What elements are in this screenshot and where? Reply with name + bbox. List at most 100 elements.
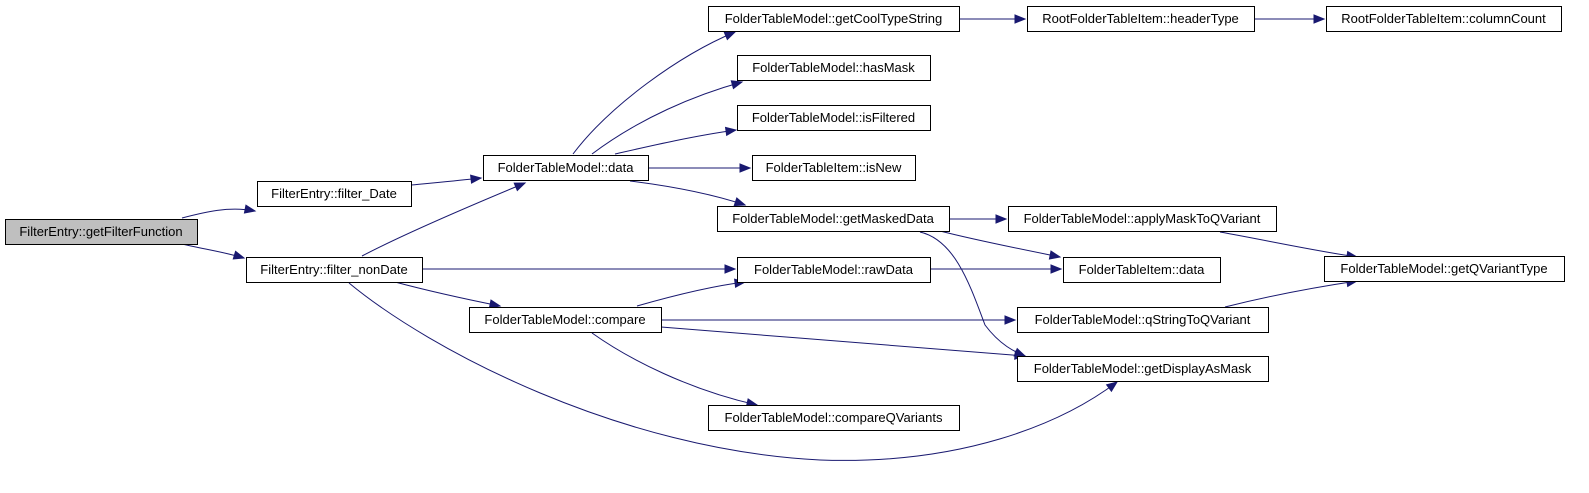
node-label: FolderTableModel::hasMask xyxy=(752,60,915,75)
node-box xyxy=(737,55,931,81)
arrow-head xyxy=(733,197,747,207)
edge-filter_nonDate-to-compare xyxy=(394,281,502,309)
edges-layer xyxy=(181,14,1359,461)
edge-line xyxy=(410,177,482,186)
edge-getMaskedData-to-fti_data xyxy=(939,230,1062,260)
node-label: FolderTableModel::getCoolTypeString xyxy=(725,11,943,26)
edge-getCoolTypeString-to-headerType xyxy=(959,14,1027,24)
node-label: FolderTableModel::applyMaskToQVariant xyxy=(1024,211,1261,226)
node-label: RootFolderTableItem::columnCount xyxy=(1341,11,1546,26)
arrow-head xyxy=(513,182,527,192)
node-label: FolderTableModel::data xyxy=(498,160,635,175)
node-box xyxy=(1008,206,1277,232)
node-label: FolderTableItem::isNew xyxy=(766,160,902,175)
node-box xyxy=(708,6,960,32)
edge-line xyxy=(614,129,737,155)
edge-ftm_data-to-hasMask xyxy=(591,80,744,155)
node-box xyxy=(1017,356,1269,382)
nodes-layer: FilterEntry::getFilterFunctionFilterEntr… xyxy=(5,6,1565,431)
edge-getMaskedData-to-applyMaskToQVariant xyxy=(948,214,1008,224)
node-box xyxy=(246,257,423,283)
edge-line xyxy=(636,281,746,307)
edge-compare-to-qStringToQVariant xyxy=(660,315,1017,325)
arrow-head xyxy=(243,204,257,214)
node-getQVariantType[interactable]: FolderTableModel::getQVariantType xyxy=(1324,256,1565,282)
node-box xyxy=(1027,6,1255,32)
node-getMaskedData[interactable]: FolderTableModel::getMaskedData xyxy=(717,206,950,232)
arrow-head xyxy=(232,250,246,260)
edge-line xyxy=(591,81,743,155)
edge-line xyxy=(348,282,1118,461)
arrow-head xyxy=(724,264,737,274)
edge-line xyxy=(394,281,501,307)
edge-ftm_data-to-isFiltered xyxy=(614,126,738,155)
node-label: FilterEntry::getFilterFunction xyxy=(19,224,182,239)
edge-line xyxy=(919,231,1026,357)
node-isNew[interactable]: FolderTableItem::isNew xyxy=(752,155,916,181)
arrow-head xyxy=(739,163,752,173)
edge-line xyxy=(939,230,1061,258)
node-box xyxy=(1326,6,1562,32)
node-applyMaskToQVariant[interactable]: FolderTableModel::applyMaskToQVariant xyxy=(1008,206,1277,232)
node-box xyxy=(1063,257,1221,283)
arrow-head xyxy=(1105,381,1119,393)
arrow-head xyxy=(1014,14,1027,24)
node-isFiltered[interactable]: FolderTableModel::isFiltered xyxy=(737,105,931,131)
edge-rawData-to-fti_data xyxy=(930,264,1063,274)
node-label: FilterEntry::filter_Date xyxy=(271,186,397,201)
edge-line xyxy=(1219,231,1358,258)
node-box xyxy=(483,155,649,181)
node-filter_nonDate[interactable]: FilterEntry::filter_nonDate xyxy=(246,257,423,283)
edge-line xyxy=(1224,280,1358,308)
node-getCoolTypeString[interactable]: FolderTableModel::getCoolTypeString xyxy=(708,6,960,32)
node-label: FolderTableModel::compareQVariants xyxy=(725,410,943,425)
node-label: FolderTableModel::getMaskedData xyxy=(732,211,934,226)
node-label: FolderTableModel::getDisplayAsMask xyxy=(1034,361,1252,376)
node-compare[interactable]: FolderTableModel::compare xyxy=(469,307,662,333)
arrow-head xyxy=(1048,250,1062,260)
edge-ftm_data-to-getMaskedData xyxy=(629,180,747,207)
edge-ftm_data-to-isNew xyxy=(648,163,752,173)
node-label: FilterEntry::filter_nonDate xyxy=(260,262,407,277)
arrow-head xyxy=(470,174,483,184)
edge-applyMaskToQVariant-to-getQVariantType xyxy=(1219,231,1359,261)
node-box xyxy=(5,219,198,245)
node-box xyxy=(257,181,412,207)
edge-getFilterFunction-to-filter_Date xyxy=(181,204,257,219)
edge-line xyxy=(572,31,736,155)
node-box xyxy=(752,155,916,181)
edge-filter_Date-to-ftm_data xyxy=(410,174,483,186)
edge-getMaskedData-to-getDisplayAsMask xyxy=(919,231,1027,357)
node-fti_data[interactable]: FolderTableItem::data xyxy=(1063,257,1221,283)
node-getFilterFunction[interactable]: FilterEntry::getFilterFunction xyxy=(5,219,198,245)
node-label: FolderTableModel::qStringToQVariant xyxy=(1035,312,1251,327)
arrow-head xyxy=(1004,315,1017,325)
node-label: FolderTableModel::compare xyxy=(484,312,645,327)
node-headerType[interactable]: RootFolderTableItem::headerType xyxy=(1027,6,1255,32)
edge-ftm_data-to-getCoolTypeString xyxy=(572,31,737,155)
node-ftm_data[interactable]: FolderTableModel::data xyxy=(483,155,649,181)
node-hasMask[interactable]: FolderTableModel::hasMask xyxy=(737,55,931,81)
edge-getFilterFunction-to-filter_nonDate xyxy=(181,243,246,260)
node-box xyxy=(469,307,662,333)
edge-filter_nonDate-to-rawData xyxy=(422,264,737,274)
node-label: FolderTableModel::isFiltered xyxy=(752,110,915,125)
node-getDisplayAsMask[interactable]: FolderTableModel::getDisplayAsMask xyxy=(1017,356,1269,382)
edge-line xyxy=(591,332,758,406)
node-compareQVariants[interactable]: FolderTableModel::compareQVariants xyxy=(708,405,960,431)
node-rawData[interactable]: FolderTableModel::rawData xyxy=(737,257,931,283)
arrow-head xyxy=(488,299,502,309)
arrow-head xyxy=(1050,264,1063,274)
arrow-head xyxy=(730,80,744,90)
edge-qStringToQVariant-to-getQVariantType xyxy=(1224,277,1359,308)
node-label: FolderTableModel::getQVariantType xyxy=(1340,261,1547,276)
node-columnCount[interactable]: RootFolderTableItem::columnCount xyxy=(1326,6,1562,32)
node-qStringToQVariant[interactable]: FolderTableModel::qStringToQVariant xyxy=(1017,307,1269,333)
edge-filter_nonDate-to-ftm_data xyxy=(361,182,527,257)
node-label: RootFolderTableItem::headerType xyxy=(1042,11,1239,26)
node-box xyxy=(1017,307,1269,333)
edge-compare-to-rawData xyxy=(636,278,747,307)
node-filter_Date[interactable]: FilterEntry::filter_Date xyxy=(257,181,412,207)
arrow-head xyxy=(723,31,737,41)
arrow-head xyxy=(724,126,738,137)
